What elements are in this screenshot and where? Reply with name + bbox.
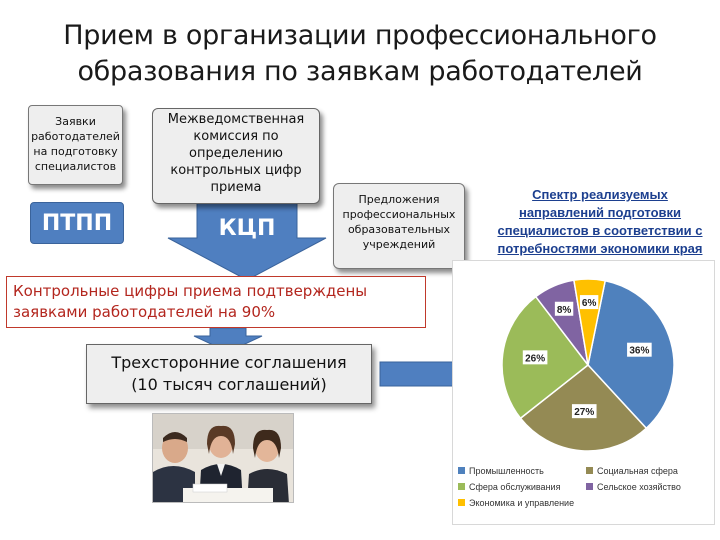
title-line-2: образования по заявкам работодателей (77, 56, 643, 87)
pie-label-bg (627, 342, 652, 357)
ptpp-box: ПТПП (30, 202, 124, 244)
legend-label: Промышленность (469, 466, 544, 476)
pie-label-text: 6% (582, 298, 597, 309)
pie-label-text: 36% (629, 346, 649, 357)
pie-label-bg (522, 350, 548, 365)
commission-box: Межведомственная комиссия по определению… (152, 108, 320, 204)
legend-item: Экономика и управление (458, 498, 574, 509)
confirmation-line: заявками работодателей на 90% (13, 303, 276, 321)
legend-item: Промышленность (458, 466, 544, 477)
pie-label-bg (571, 404, 597, 419)
pie-chart-frame: 36% 27% 26% 8% 6% (452, 260, 715, 525)
pie-data-label: 26% (522, 350, 548, 365)
agreements-box: Трехсторонние соглашения (10 тысяч согла… (86, 344, 372, 404)
agreements-line: (10 тысяч соглашений) (131, 375, 327, 394)
commission-line: приема (210, 180, 262, 195)
pie-data-label: 6% (579, 295, 599, 310)
chart-title-line: специалистов в соответствии с (497, 223, 703, 238)
chart-title: Спектр реализуемых направлений подготовк… (484, 186, 716, 258)
requests-line: на подготовку (33, 145, 118, 158)
pie-chart: 36% 27% 26% 8% 6% (501, 278, 675, 452)
commission-line: Межведомственная (167, 112, 305, 127)
proposals-line: профессиональных (342, 208, 456, 221)
chart-title-line: Спектр реализуемых (532, 187, 668, 202)
proposals-line: учреждений (362, 238, 436, 251)
pie-label-bg (554, 301, 574, 316)
proposals-line: образовательных (347, 223, 451, 236)
commission-line: контрольных цифр (170, 163, 302, 178)
confirmation-line: Контрольные цифры приема подтверждены (13, 282, 368, 300)
chart-title-line: потребностями экономики края (497, 241, 703, 256)
confirmation-box: Контрольные цифры приема подтверждены за… (6, 276, 426, 328)
pie-label-bg (579, 295, 599, 310)
chart-title-line: направлений подготовки (518, 205, 682, 220)
pie-data-label: 27% (571, 404, 597, 419)
page-title: Прием в организации профессионального об… (20, 18, 700, 90)
kcp-label: КЦП (218, 216, 276, 241)
agreements-line: Трехсторонние соглашения (111, 353, 347, 372)
legend-swatch (586, 467, 593, 475)
proposals-box: Предложения профессиональных образовател… (333, 183, 465, 269)
requests-line: работодателей (31, 130, 120, 143)
legend-label: Сфера обслуживания (469, 482, 561, 492)
commission-line: комиссия по (193, 129, 279, 144)
commission-line: определению (189, 146, 283, 161)
legend-swatch (586, 483, 593, 491)
requests-line: Заявки (55, 115, 96, 128)
legend-swatch (458, 467, 465, 475)
legend-swatch (458, 483, 465, 491)
pie-label-text: 27% (574, 407, 594, 418)
legend-label: Экономика и управление (469, 498, 575, 508)
title-line-1: Прием в организации профессионального (63, 20, 657, 51)
pie-label-text: 8% (557, 305, 572, 316)
legend-label: Сельское хозяйство (597, 482, 681, 492)
legend-item: Сфера обслуживания (458, 482, 560, 493)
legend-item: Социальная сфера (586, 466, 678, 477)
requests-line: специалистов (34, 160, 117, 173)
business-people-photo (152, 413, 294, 503)
legend-swatch (458, 499, 465, 507)
pie-data-label: 36% (627, 342, 652, 357)
kcp-arrow (167, 201, 327, 281)
proposals-line: Предложения (358, 193, 440, 206)
legend-label: Социальная сфера (597, 466, 678, 476)
employer-requests-box: Заявки работодателей на подготовку специ… (28, 105, 123, 185)
legend-item: Сельское хозяйство (586, 482, 681, 493)
pie-label-text: 26% (525, 353, 545, 364)
pie-data-label: 8% (554, 301, 574, 316)
